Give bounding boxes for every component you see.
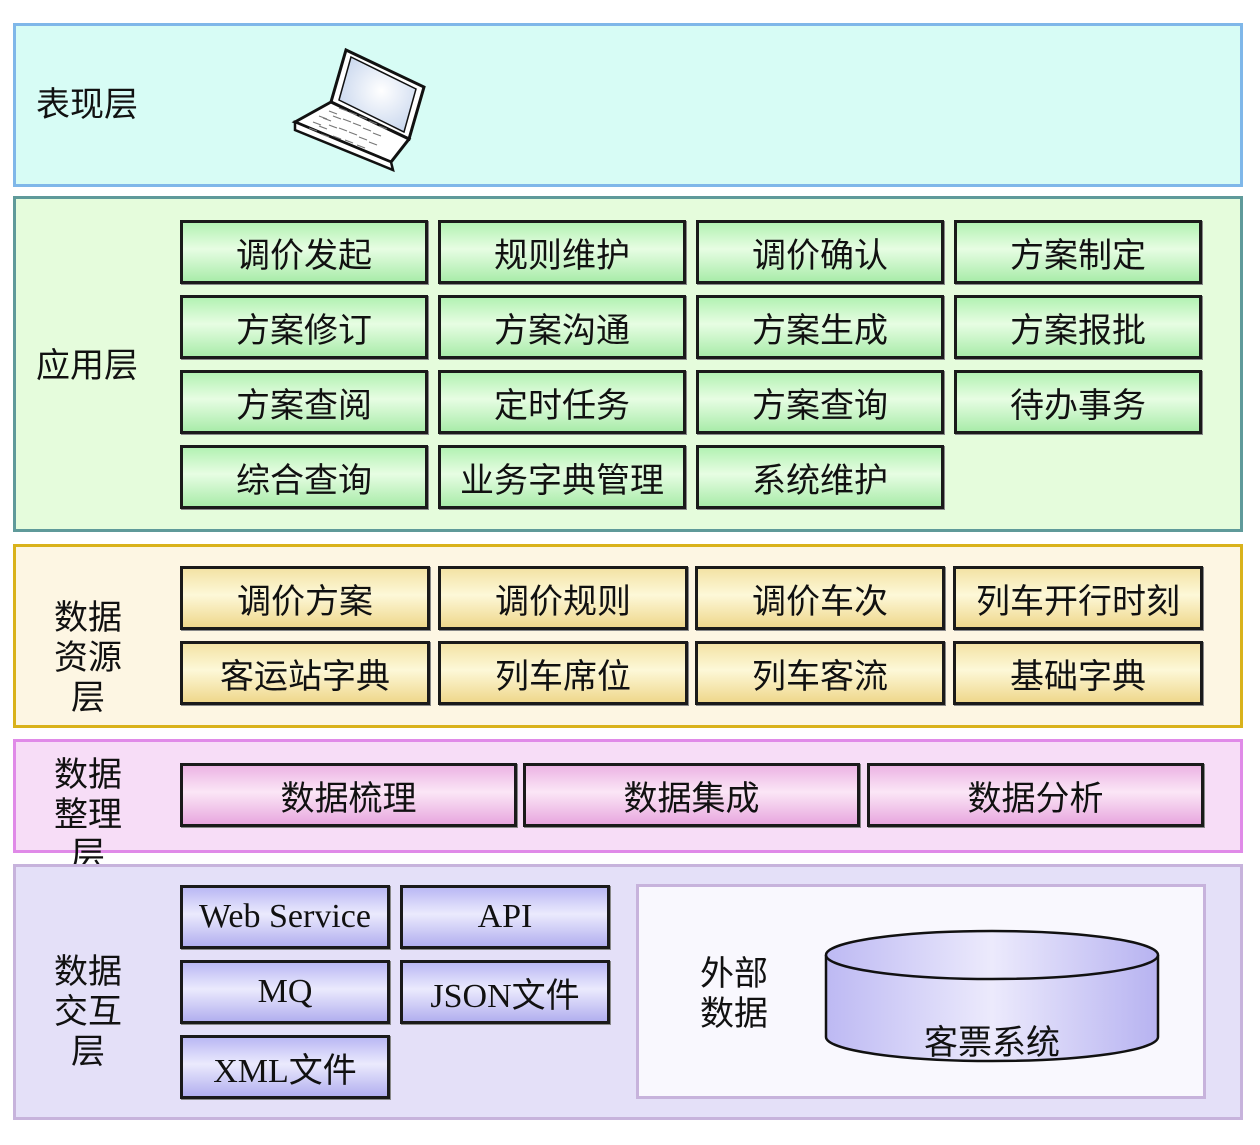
data-resource-box: 调价方案: [180, 566, 430, 630]
data-resource-box: 列车客流: [695, 641, 945, 705]
data-resource-box: 基础字典: [953, 641, 1203, 705]
label-line-1: 外部: [700, 956, 768, 993]
data-resource-box: 调价规则: [438, 566, 688, 630]
interface-method-box: JSON文件: [400, 960, 610, 1024]
data-resource-box: 客运站字典: [180, 641, 430, 705]
application-layer-label: 应用层: [36, 348, 138, 385]
application-module-box: 方案查阅: [180, 370, 428, 434]
data-resource-layer: 数据 资源层 调价方案调价规则调价车次列车开行时刻客运站字典列车席位列车客流基础…: [13, 544, 1243, 728]
data-processing-layer-label: 数据 整理层: [38, 756, 138, 876]
data-processing-box: 数据分析: [867, 763, 1204, 827]
database-cylinder-icon: [824, 929, 1160, 1063]
label-line-2: 数据: [700, 996, 768, 1033]
application-module-box: 方案报批: [954, 295, 1202, 359]
data-resource-box: 列车席位: [438, 641, 688, 705]
data-resource-box: 列车开行时刻: [953, 566, 1203, 630]
application-module-box: 调价发起: [180, 220, 428, 284]
application-layer: 应用层 调价发起规则维护调价确认方案制定方案修订方案沟通方案生成方案报批方案查阅…: [13, 196, 1243, 532]
presentation-layer-label: 表现层: [36, 87, 138, 124]
data-processing-box: 数据集成: [523, 763, 860, 827]
label-line-2: 资源层: [54, 640, 122, 717]
external-data-panel: 外部 数据 客票系统: [636, 884, 1206, 1099]
application-module-box: 方案生成: [696, 295, 944, 359]
data-processing-box: 数据梳理: [180, 763, 517, 827]
application-module-box: 综合查询: [180, 445, 428, 509]
data-resource-layer-label: 数据 资源层: [38, 599, 138, 719]
application-module-box: 方案沟通: [438, 295, 686, 359]
application-module-box: 定时任务: [438, 370, 686, 434]
data-interaction-layer-label: 数据 交互层: [38, 953, 138, 1073]
application-module-box: 方案修订: [180, 295, 428, 359]
laptop-icon: [291, 47, 426, 173]
interface-method-box: MQ: [180, 960, 390, 1024]
application-module-box: 调价确认: [696, 220, 944, 284]
data-resource-box: 调价车次: [695, 566, 945, 630]
data-processing-layer: 数据 整理层 数据梳理数据集成数据分析: [13, 739, 1243, 874]
application-module-box: 规则维护: [438, 220, 686, 284]
interface-method-box: Web Service: [180, 885, 390, 949]
label-line-2: 交互层: [54, 994, 122, 1071]
label-line-1: 数据: [54, 954, 122, 991]
application-module-box: 业务字典管理: [438, 445, 686, 509]
application-module-box: 方案制定: [954, 220, 1202, 284]
application-module-box: 待办事务: [954, 370, 1202, 434]
application-module-box: 方案查询: [696, 370, 944, 434]
application-module-box: 系统维护: [696, 445, 944, 509]
interface-method-box: XML文件: [180, 1035, 390, 1099]
external-data-label: 外部 数据: [694, 955, 774, 1035]
ticketing-system-label: 客票系统: [924, 1025, 1060, 1062]
presentation-layer: 表现层: [13, 23, 1243, 187]
label-line-1: 数据: [54, 757, 122, 794]
label-line-1: 数据: [54, 600, 122, 637]
interface-method-box: API: [400, 885, 610, 949]
